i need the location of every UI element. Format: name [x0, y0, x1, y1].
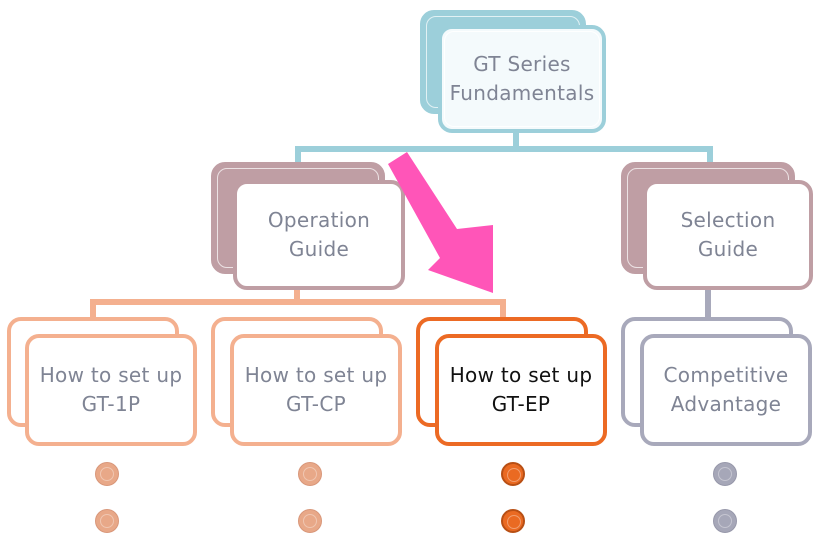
- gt-cp-label: How to set up GT-CP: [244, 363, 388, 416]
- connector-operation-bar: [90, 299, 506, 305]
- connector-root-bar: [295, 146, 713, 152]
- bullet-dot: [501, 462, 525, 486]
- operation-guide-node[interactable]: Operation Guide: [233, 180, 405, 290]
- operation-guide-label: Operation Guide: [267, 208, 371, 261]
- gt-cp-node[interactable]: How to set up GT-CP: [230, 334, 402, 446]
- bullet-dot: [713, 462, 737, 486]
- connector-operation-left-drop: [90, 299, 96, 325]
- connector-operation-right-drop: [500, 299, 506, 325]
- connector-root-stem: [513, 132, 519, 152]
- bullet-dot: [713, 509, 737, 533]
- competitive-advantage-node[interactable]: Competitive Advantage: [640, 334, 812, 446]
- bullet-dot: [298, 462, 322, 486]
- gt-ep-label: How to set up GT-EP: [449, 363, 593, 416]
- highlight-arrow-icon: [388, 152, 493, 293]
- bullet-dot: [95, 462, 119, 486]
- competitive-advantage-label: Competitive Advantage: [663, 363, 789, 416]
- bullet-dot: [298, 509, 322, 533]
- root-node-label: GT Series Fundamentals: [449, 52, 595, 105]
- bullet-dot: [501, 509, 525, 533]
- gt-1p-label: How to set up GT-1P: [39, 363, 183, 416]
- bullet-dot: [95, 509, 119, 533]
- gt-ep-node[interactable]: How to set up GT-EP: [435, 334, 607, 446]
- connector-operation-stem: [294, 288, 300, 304]
- root-node[interactable]: GT Series Fundamentals: [438, 25, 606, 133]
- selection-guide-node[interactable]: Selection Guide: [643, 180, 813, 290]
- selection-guide-label: Selection Guide: [680, 208, 776, 261]
- gt-1p-node[interactable]: How to set up GT-1P: [25, 334, 197, 446]
- connector-selection-stem: [705, 288, 711, 326]
